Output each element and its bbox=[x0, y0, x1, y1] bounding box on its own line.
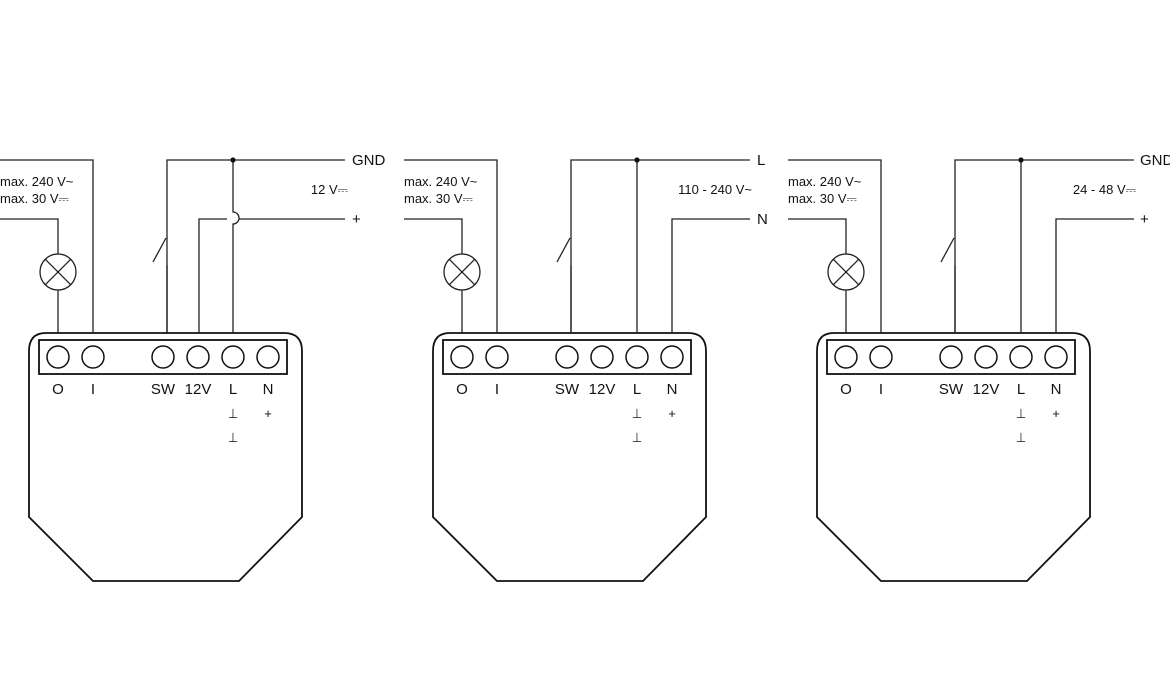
terminal-n bbox=[660, 345, 684, 369]
lamp-cross bbox=[832, 258, 860, 286]
terminal-i bbox=[81, 345, 105, 369]
wire-load-top bbox=[404, 159, 498, 333]
plus-mark: + bbox=[1052, 406, 1060, 421]
terminal-i bbox=[869, 345, 893, 369]
terminal-label-l: L bbox=[229, 381, 237, 398]
load-rating-ac: max. 240 V~ bbox=[404, 174, 478, 189]
ground-mark-1: ⊥ bbox=[228, 406, 238, 421]
terminal-o bbox=[46, 345, 70, 369]
wire-load-bottom bbox=[0, 218, 59, 255]
load-rating-ac: max. 240 V~ bbox=[0, 174, 74, 189]
ground-mark-1: ⊥ bbox=[632, 406, 642, 421]
terminal-12v bbox=[590, 345, 614, 369]
wire-n-line bbox=[671, 218, 750, 333]
terminal-label-n: N bbox=[1051, 381, 1062, 398]
wiring-diagram-3: GND + 24 - 48 V⎓ max. 240 V~ max. 30 V⎓ … bbox=[788, 152, 1170, 582]
terminal-label-sw: SW bbox=[555, 381, 580, 398]
terminal-o bbox=[450, 345, 474, 369]
terminal-n bbox=[1044, 345, 1068, 369]
lamp-cross bbox=[448, 258, 476, 286]
top-line-label: L bbox=[757, 152, 765, 169]
device-body bbox=[432, 332, 707, 582]
wiring-diagram-2: L N 110 - 240 V~ max. 240 V~ max. 30 V⎓ … bbox=[404, 152, 768, 582]
junction-dot bbox=[230, 157, 236, 163]
junction-dot bbox=[1018, 157, 1024, 163]
ground-mark-2: ⊥ bbox=[228, 430, 238, 445]
plus-mark: + bbox=[264, 406, 272, 421]
bottom-line-label: N bbox=[757, 211, 768, 228]
junction-dot bbox=[634, 157, 640, 163]
ground-mark-2: ⊥ bbox=[632, 430, 642, 445]
terminal-o bbox=[834, 345, 858, 369]
load-rating-dc: max. 30 V⎓ bbox=[788, 191, 857, 206]
wire-12v-supply bbox=[198, 218, 227, 333]
terminal-l bbox=[625, 345, 649, 369]
load-rating-ac: max. 240 V~ bbox=[788, 174, 862, 189]
load-rating-dc: max. 30 V⎓ bbox=[0, 191, 69, 206]
plus-mark: + bbox=[668, 406, 676, 421]
terminal-label-12v: 12V bbox=[973, 381, 1000, 398]
terminal-label-o: O bbox=[456, 381, 468, 398]
terminal-label-i: I bbox=[495, 381, 499, 398]
terminal-label-12v: 12V bbox=[185, 381, 212, 398]
terminal-l bbox=[1009, 345, 1033, 369]
terminal-label-sw: SW bbox=[151, 381, 176, 398]
terminal-sw bbox=[939, 345, 963, 369]
terminal-label-sw: SW bbox=[939, 381, 964, 398]
terminal-label-l: L bbox=[1017, 381, 1025, 398]
supply-voltage-label: 12 V⎓ bbox=[311, 182, 348, 197]
wire-l-vertical bbox=[232, 160, 240, 333]
switch-icon bbox=[940, 237, 955, 263]
wire-load-bottom bbox=[788, 218, 847, 255]
terminal-label-12v: 12V bbox=[589, 381, 616, 398]
switch-icon bbox=[152, 237, 167, 263]
wire-load-top bbox=[788, 159, 882, 333]
wire-load-bottom bbox=[404, 218, 463, 255]
device-body bbox=[816, 332, 1091, 582]
ground-mark-2: ⊥ bbox=[1016, 430, 1026, 445]
terminal-label-i: I bbox=[879, 381, 883, 398]
load-rating-dc: max. 30 V⎓ bbox=[404, 191, 473, 206]
terminal-l bbox=[221, 345, 245, 369]
terminal-sw bbox=[151, 345, 175, 369]
terminal-label-n: N bbox=[667, 381, 678, 398]
switch-icon bbox=[556, 237, 571, 263]
terminal-label-l: L bbox=[633, 381, 641, 398]
device-body bbox=[28, 332, 303, 582]
ground-mark-1: ⊥ bbox=[1016, 406, 1026, 421]
wire-load-top bbox=[0, 159, 94, 333]
top-line-label: GND bbox=[1140, 152, 1170, 169]
terminal-label-o: O bbox=[840, 381, 852, 398]
terminal-12v bbox=[186, 345, 210, 369]
supply-voltage-label: 110 - 240 V~ bbox=[678, 182, 752, 197]
terminal-label-o: O bbox=[52, 381, 64, 398]
terminal-i bbox=[485, 345, 509, 369]
top-line-label: GND bbox=[352, 152, 386, 169]
wiring-diagram-1: GND + 12 V⎓ max. 240 V~ max. 30 V⎓ O I S… bbox=[0, 152, 386, 582]
terminal-12v bbox=[974, 345, 998, 369]
terminal-label-i: I bbox=[91, 381, 95, 398]
terminal-label-n: N bbox=[263, 381, 274, 398]
bottom-line-label: + bbox=[1140, 211, 1149, 228]
wire-plus-line bbox=[1055, 218, 1134, 333]
lamp-cross bbox=[44, 258, 72, 286]
terminal-n bbox=[256, 345, 280, 369]
supply-voltage-label: 24 - 48 V⎓ bbox=[1073, 182, 1136, 197]
terminal-sw bbox=[555, 345, 579, 369]
bottom-line-label: + bbox=[352, 211, 361, 228]
